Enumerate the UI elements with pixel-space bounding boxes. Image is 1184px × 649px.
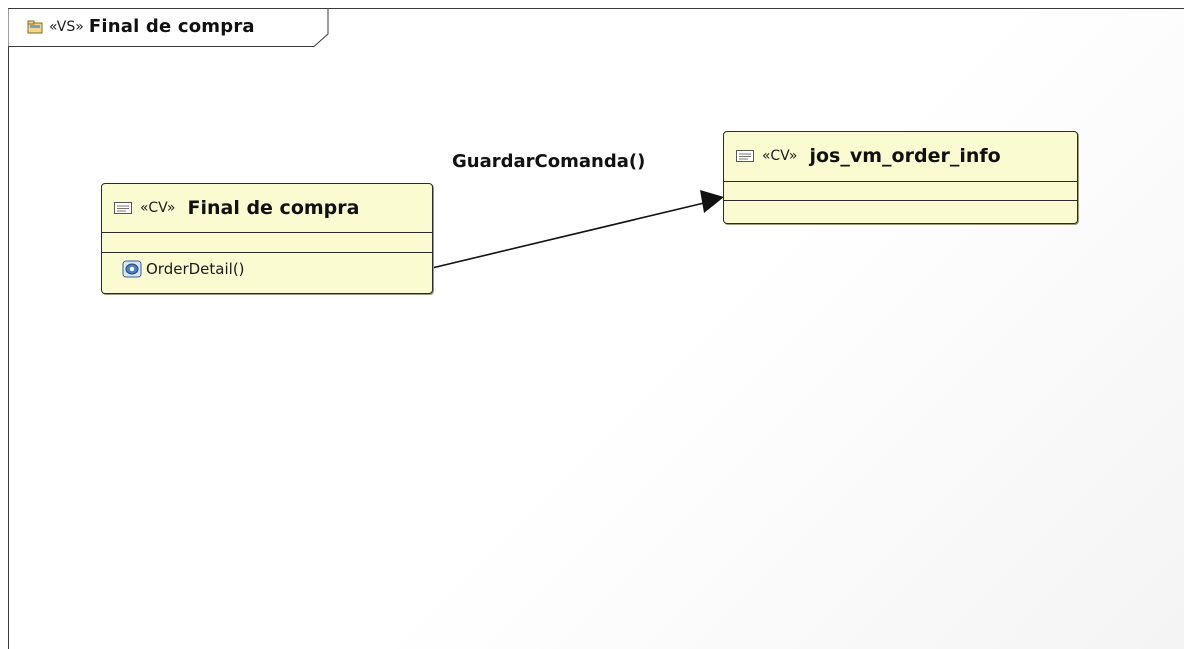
frame-stereotype: «VS»: [49, 18, 84, 35]
class-name: Final de compra: [187, 197, 360, 219]
frame-tab[interactable]: «VS» Final de compra: [8, 8, 277, 45]
arrowhead-icon: [700, 190, 724, 213]
compartment-divider: [724, 181, 1077, 182]
package-icon: [27, 20, 43, 33]
class-icon: [736, 150, 754, 162]
operation-item[interactable]: OrderDetail(): [122, 260, 245, 278]
class-stereotype: «CV»: [762, 148, 798, 164]
frame-title: Final de compra: [88, 16, 255, 37]
class-header: «CV» Final de compra: [102, 184, 432, 232]
operation-label: OrderDetail(): [146, 260, 245, 278]
operation-icon: [122, 260, 142, 278]
compartment-divider: [102, 252, 432, 253]
diagram-frame: [8, 8, 1184, 649]
frame-tab-border: [8, 8, 329, 47]
connector-label[interactable]: GuardarComanda(): [452, 151, 646, 172]
association-line[interactable]: [431, 202, 705, 269]
class-stereotype: «CV»: [140, 200, 176, 216]
class-name: jos_vm_order_info: [809, 145, 1001, 167]
class-final-de-compra[interactable]: «CV» Final de compra OrderDetail(): [101, 183, 433, 294]
compartment-divider: [102, 232, 432, 233]
compartment-divider: [724, 200, 1077, 201]
class-icon: [114, 202, 132, 214]
class-jos-vm-order-info[interactable]: «CV» jos_vm_order_info: [723, 131, 1078, 224]
class-header: «CV» jos_vm_order_info: [724, 132, 1077, 180]
